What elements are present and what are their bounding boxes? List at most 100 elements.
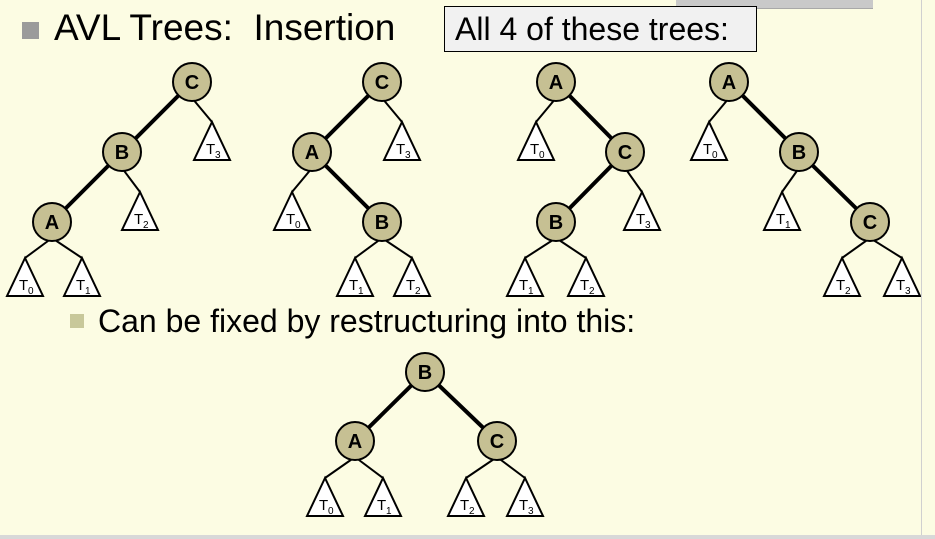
- subtree-index: 2: [143, 220, 149, 231]
- subtree-triangle: [566, 255, 606, 297]
- node-label: A: [549, 72, 563, 94]
- subtree-link: [324, 456, 356, 479]
- subtree-link: [191, 97, 213, 123]
- node-label: B: [792, 142, 806, 164]
- tree-node-b: [405, 352, 445, 392]
- subtree-index: 3: [528, 506, 534, 517]
- subtree-triangle: [516, 119, 556, 161]
- subtree-index: 2: [415, 286, 421, 297]
- subtree-index: 3: [905, 286, 911, 297]
- subtree-triangle: [120, 189, 160, 231]
- subtree-index: 0: [28, 286, 34, 297]
- subtree-label: T: [530, 141, 539, 158]
- subtree-index: 0: [295, 220, 301, 231]
- subtree-triangle: [505, 255, 545, 297]
- subtree-triangle: [305, 475, 345, 517]
- subtree-index: 0: [539, 150, 545, 161]
- tree-node-b: [102, 132, 142, 172]
- subtree-label: T: [396, 141, 405, 158]
- node-label: A: [45, 212, 59, 234]
- tree-node-a: [709, 62, 749, 102]
- tree-node-b: [362, 202, 402, 242]
- tree-node-a: [32, 202, 72, 242]
- subtitle: Can be fixed by restructuring into this:: [98, 303, 636, 339]
- subtree-index: 2: [469, 506, 475, 517]
- subtree-link: [496, 456, 526, 479]
- tree-node-c: [477, 421, 517, 461]
- subtree-link: [624, 167, 643, 193]
- subtree-index: 1: [785, 220, 791, 231]
- subtree-triangle: [762, 189, 802, 231]
- subtree-label: T: [134, 211, 143, 228]
- window-tab: [676, 0, 873, 9]
- subtree-link: [524, 237, 557, 259]
- subtree-label: T: [19, 277, 28, 294]
- node-label: C: [863, 212, 877, 234]
- subtree-label: T: [460, 497, 469, 514]
- tree-node-a: [292, 132, 332, 172]
- subtree-index: 0: [712, 150, 718, 161]
- subtree-index: 3: [215, 150, 221, 161]
- subtree-triangle: [392, 255, 432, 297]
- subtree-label: T: [377, 497, 386, 514]
- subtree-label: T: [703, 141, 712, 158]
- tree-node-c: [172, 62, 212, 102]
- tree-node-a: [536, 62, 576, 102]
- subtree-triangle: [622, 189, 662, 231]
- subtree-triangle: [62, 255, 102, 297]
- subtree-triangle: [382, 119, 422, 161]
- subtree-link: [869, 237, 903, 259]
- subtree-index: 3: [405, 150, 411, 161]
- tree-node-c: [362, 62, 402, 102]
- subtree-triangle: [882, 255, 922, 297]
- subtree-triangle: [363, 475, 403, 517]
- subtree-label: T: [76, 277, 85, 294]
- subtree-link: [465, 456, 498, 479]
- subtree-label: T: [580, 277, 589, 294]
- tree-node-b: [779, 132, 819, 172]
- node-label: B: [375, 212, 389, 234]
- tree-node-c: [850, 202, 890, 242]
- subtree-link: [381, 97, 403, 123]
- subtree-link: [781, 167, 800, 193]
- slide-title: AVL Trees: Insertion: [54, 7, 396, 48]
- subtree-label: T: [519, 497, 528, 514]
- bottom-border: [0, 535, 935, 539]
- subtree-index: 1: [85, 286, 91, 297]
- subtree-index: 2: [589, 286, 595, 297]
- subtree-label: T: [519, 277, 528, 294]
- node-label: C: [618, 142, 632, 164]
- node-label: C: [375, 72, 389, 94]
- subtree-label: T: [896, 277, 905, 294]
- subtree-triangle: [822, 255, 862, 297]
- subtree-index: 2: [845, 286, 851, 297]
- node-label: C: [185, 72, 199, 94]
- right-border: [921, 0, 922, 539]
- subtree-triangle: [5, 255, 45, 297]
- subtree-index: 1: [528, 286, 534, 297]
- subtree-index: 3: [645, 220, 651, 231]
- subtree-index: 1: [358, 286, 364, 297]
- subtree-index: 0: [328, 506, 334, 517]
- subtree-triangle: [192, 119, 232, 161]
- subtree-label: T: [206, 141, 215, 158]
- subtree-link: [708, 97, 730, 123]
- subtree-link: [121, 167, 141, 193]
- subtree-label: T: [319, 497, 328, 514]
- tree-node-a: [335, 421, 375, 461]
- node-label: A: [348, 431, 362, 453]
- subtree-link: [291, 167, 313, 193]
- callout-box: All 4 of these trees:: [444, 6, 757, 52]
- title-bullet-icon: [22, 22, 39, 39]
- node-label: C: [490, 431, 504, 453]
- subtree-triangle: [446, 475, 486, 517]
- subtree-link: [535, 97, 557, 123]
- subtree-label: T: [406, 277, 415, 294]
